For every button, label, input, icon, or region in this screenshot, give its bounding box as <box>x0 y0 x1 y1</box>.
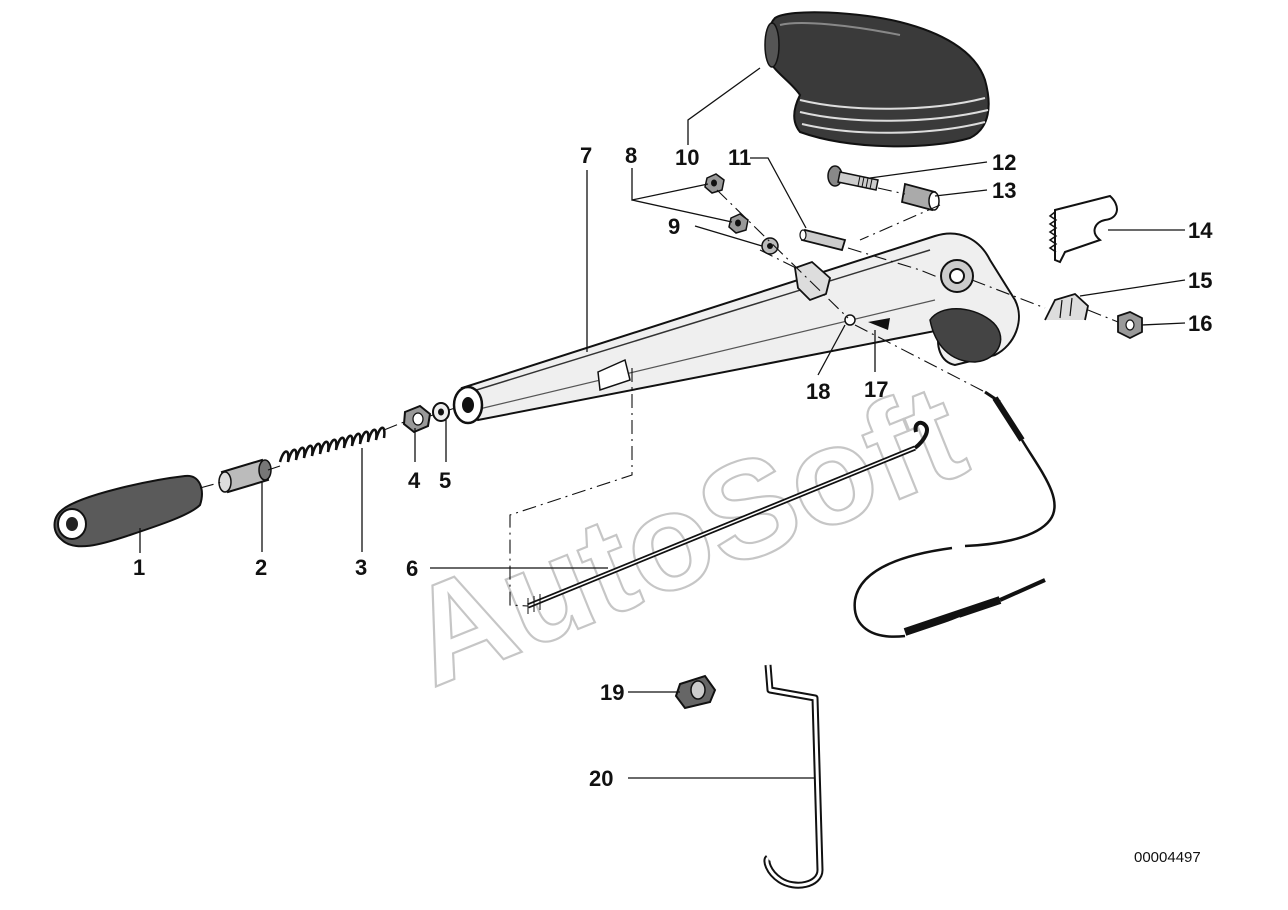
nuts-part-8 <box>704 173 749 234</box>
bolt-part-12 <box>827 165 879 191</box>
label-part-12: 12 <box>992 150 1016 175</box>
construction-lines <box>199 187 1119 607</box>
grommet-part-19 <box>674 674 717 710</box>
label-part-3: 3 <box>355 555 367 580</box>
label-part-7: 7 <box>580 143 592 168</box>
label-part-17: 17 <box>864 377 888 402</box>
leader-lines <box>139 67 1186 779</box>
nut-part-4 <box>402 404 432 434</box>
label-part-14: 14 <box>1188 218 1213 243</box>
pin-part-11 <box>799 228 847 252</box>
lever-arm-part-7 <box>452 232 1020 425</box>
label-part-19: 19 <box>600 680 624 705</box>
label-part-16: 16 <box>1188 311 1212 336</box>
ratchet-part-14 <box>1048 194 1118 264</box>
label-part-5: 5 <box>439 468 451 493</box>
part-labels: 1 2 3 4 5 6 7 8 9 10 11 12 13 14 15 16 1… <box>133 143 1213 791</box>
boot-part-10 <box>764 11 990 148</box>
label-part-8: 8 <box>625 143 637 168</box>
label-part-15: 15 <box>1188 268 1212 293</box>
nut-part-16 <box>1117 311 1143 340</box>
label-part-20: 20 <box>589 766 613 791</box>
label-part-18: 18 <box>806 379 830 404</box>
cable <box>853 390 1056 638</box>
bushing-part-2 <box>218 458 272 494</box>
label-part-13: 13 <box>992 178 1016 203</box>
hook-rod-part-20 <box>763 664 824 889</box>
diagram-code: 00004497 <box>1134 849 1201 866</box>
label-part-9: 9 <box>668 214 680 239</box>
sleeve-part-13 <box>900 182 940 212</box>
label-part-10: 10 <box>675 145 699 170</box>
rod-part-6 <box>527 420 929 614</box>
label-part-1: 1 <box>133 555 145 580</box>
label-part-6: 6 <box>406 556 418 581</box>
label-part-2: 2 <box>255 555 267 580</box>
label-part-11: 11 <box>728 145 751 170</box>
bracket <box>793 260 832 302</box>
label-part-4: 4 <box>408 468 421 493</box>
grip-part-1 <box>53 474 203 548</box>
spring-part-3 <box>278 426 386 463</box>
washer-part-5 <box>432 402 450 422</box>
clip-part-15 <box>1044 292 1089 321</box>
